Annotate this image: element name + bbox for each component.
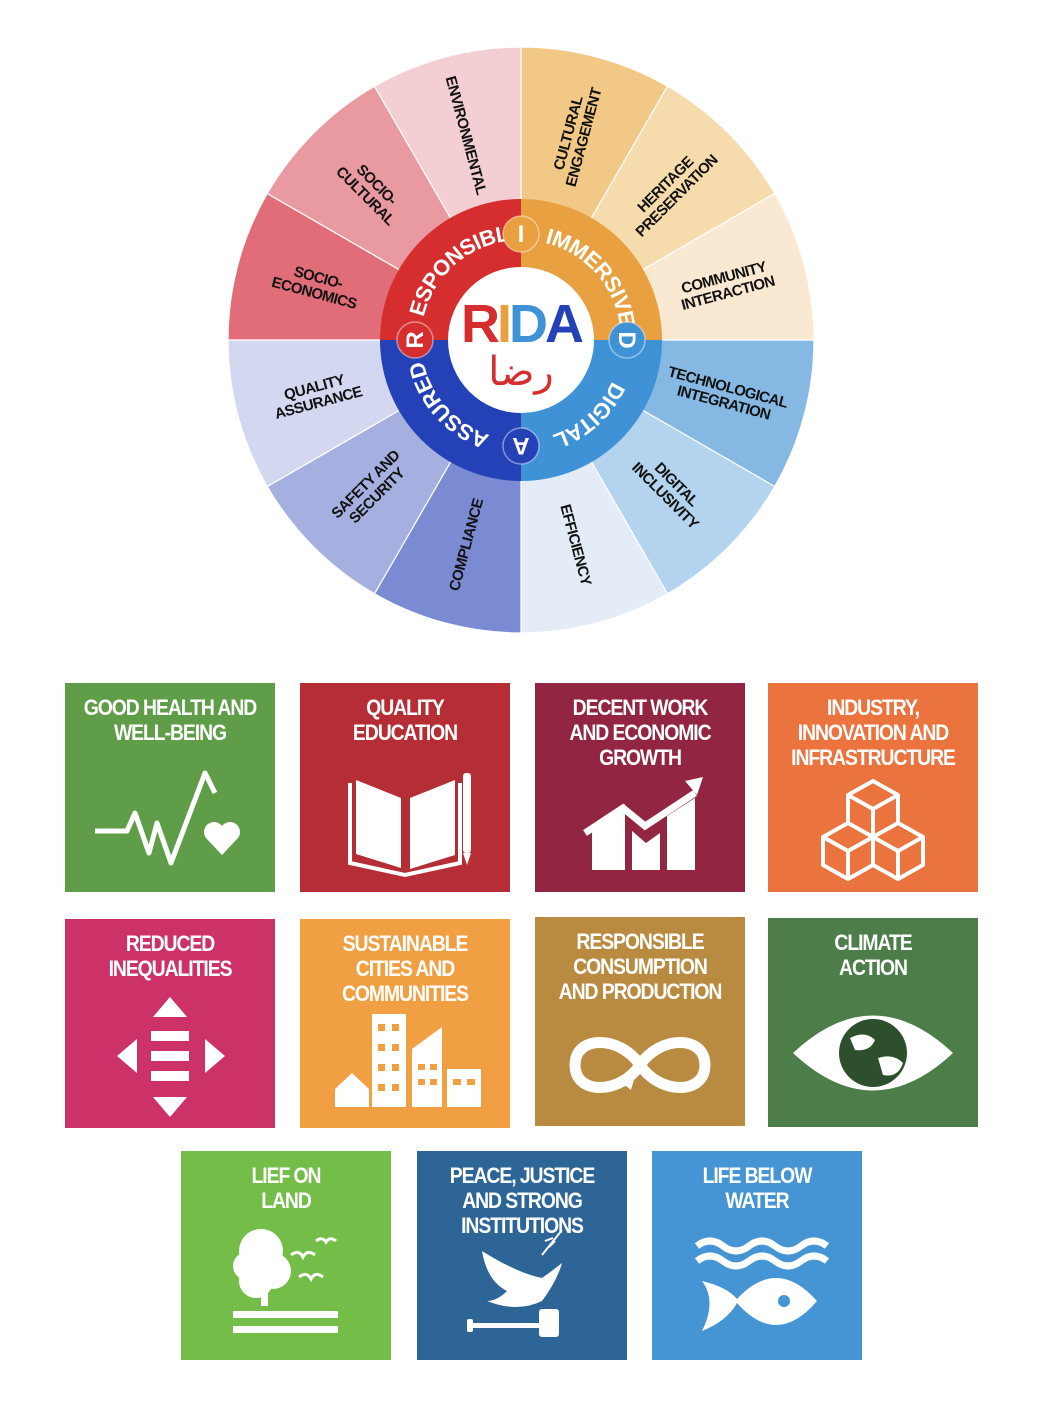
pillar-badge-a: [502, 427, 540, 465]
sdg-tile-climate-action: CLIMATE ACTION: [768, 918, 978, 1127]
tile-title: LIEF ON LAND: [251, 1163, 322, 1213]
logo-letter-a: A: [545, 294, 583, 354]
pillar-badge-letter: D: [613, 331, 640, 348]
pillar-badge-d: [608, 321, 646, 359]
tile-title: DECENT WORK AND ECONOMIC GROWTH: [569, 695, 711, 770]
cubes-icon: [821, 779, 925, 881]
pillar-badge-r: [396, 321, 434, 359]
tile-title: GOOD HEALTH AND WELL-BEING: [83, 695, 257, 745]
sdg-tile-industry-innovation-and-infrastructure: INDUSTRY, INNOVATION AND INFRASTRUCTURE: [768, 683, 978, 892]
sdg-tile-lief-on-land: LIEF ON LAND: [181, 1151, 391, 1360]
book-icon: [348, 773, 471, 878]
pillar-badge-i: [502, 215, 540, 253]
pillar-immersive: [521, 199, 662, 340]
logo-letter-r: R: [461, 294, 499, 354]
fish-waves-icon: [694, 1237, 830, 1331]
logo-letter-d: D: [509, 294, 546, 354]
arabic-logo: رضا: [488, 349, 553, 395]
sdg-tile-responsible-consumption-and-production: RESPONSIBLE CONSUMPTION AND PRODUCTION: [535, 917, 745, 1126]
heartbeat-icon: [95, 770, 240, 866]
growth-chart-icon: [583, 777, 703, 870]
equality-arrows-icon: [117, 997, 225, 1117]
center-circle: [448, 267, 594, 413]
pillar-digital: [521, 340, 662, 481]
eye-globe-icon: [793, 1015, 953, 1091]
sdg-tile-quality-education: QUALITY EDUCATION: [300, 683, 510, 892]
sdg-tile-decent-work-and-economic-growth: DECENT WORK AND ECONOMIC GROWTH: [535, 683, 745, 892]
city-icon: [335, 1014, 481, 1107]
tile-title: CLIMATE ACTION: [834, 930, 912, 980]
rida-logo: RIDA: [461, 294, 583, 354]
tile-title: INDUSTRY, INNOVATION AND INFRASTRUCTURE: [791, 695, 956, 770]
sdg-tile-reduced-inequalities: REDUCED INEQUALITIES: [65, 919, 275, 1128]
pillar-badge-letter: I: [518, 221, 525, 248]
dove-gavel-icon: [467, 1229, 563, 1337]
pillar-responsible: [380, 199, 521, 340]
tile-title: SUSTAINABLE CITIES AND COMMUNITIES: [341, 931, 469, 1006]
tree-birds-icon: [233, 1229, 338, 1333]
sdg-tile-life-below-water: LIFE BELOW WATER: [652, 1151, 862, 1360]
pillar-badge-letter: R: [402, 331, 429, 348]
pillar-assured: [380, 340, 521, 481]
sdg-tile-sustainable-cities-and-communities: SUSTAINABLE CITIES AND COMMUNITIES: [300, 919, 510, 1128]
logo-letter-i: I: [497, 294, 509, 354]
tile-title: QUALITY EDUCATION: [352, 695, 458, 745]
tile-title: RESPONSIBLE CONSUMPTION AND PRODUCTION: [558, 929, 723, 1004]
sdg-tile-peace-justice-and-strong-institutions: PEACE, JUSTICE AND STRONG INSTITUTIONS: [417, 1151, 627, 1360]
tile-title: LIFE BELOW WATER: [702, 1163, 813, 1213]
tile-title: PEACE, JUSTICE AND STRONG INSTITUTIONS: [449, 1163, 595, 1238]
infinity-icon: [569, 1037, 711, 1093]
pillar-badge-letter: A: [512, 432, 529, 459]
tile-title: REDUCED INEQUALITIES: [108, 931, 233, 981]
sdg-tile-good-health-and-well-being: GOOD HEALTH AND WELL-BEING: [65, 683, 275, 892]
